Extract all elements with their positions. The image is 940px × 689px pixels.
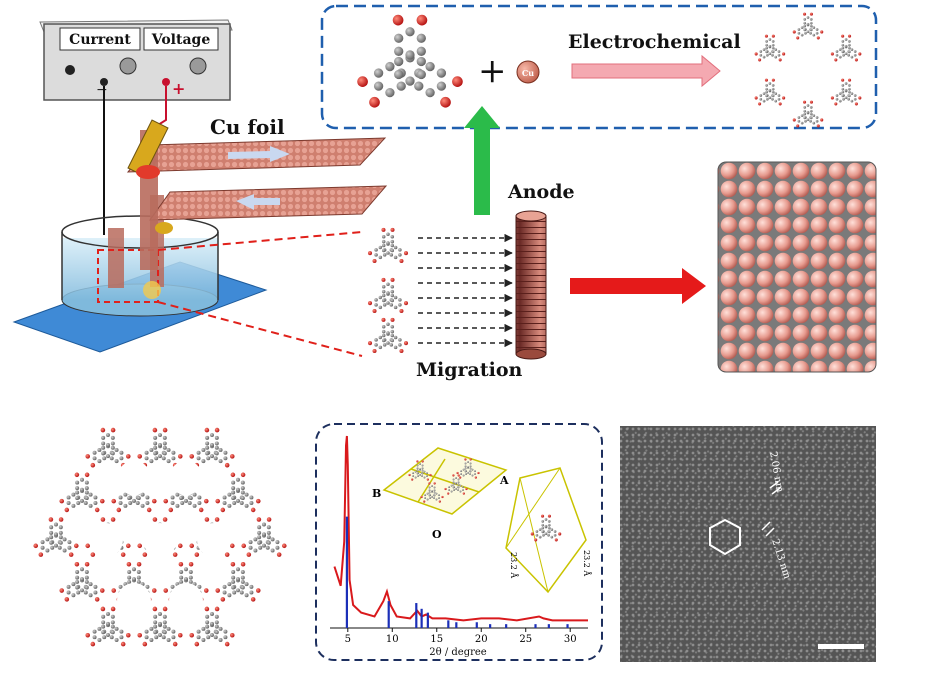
framework-pore [169,583,203,617]
x-tick-label: 30 [564,634,577,645]
zoom-guide-top [157,231,363,251]
cell-molecule [456,458,480,479]
cof-hexagon-product [754,12,862,128]
cu-ion: Cu [516,60,540,84]
x-tick-label: 5 [345,634,351,645]
cell-molecule [444,474,468,495]
ring-node [754,78,786,106]
migration-arrows [418,233,513,348]
framework-pore [89,523,123,557]
framework-node [241,517,287,557]
porous-framework-model [33,427,287,647]
framework-pore [117,461,151,495]
power-supply: Current Voltage − + [39,19,233,101]
knob-current [119,57,137,75]
electrochemical-arrow [571,54,721,88]
terminal-negative [100,78,108,86]
zoom-box [97,249,159,303]
foil-arrow-left [236,194,280,210]
anode-label: Anode [507,181,575,203]
migrating-molecules [367,227,409,354]
framework-pore [197,523,231,557]
unit-cell-side: 23.2 Å 23.2 Å [505,467,591,594]
tem-image: 2.06 nm 2.13 nm [620,426,876,662]
ring-node [830,78,862,106]
electrochemical-label: Electrochemical [568,31,741,53]
dim-right-label: 23.2 Å [582,550,591,576]
scale-bar [818,644,864,649]
cell-molecule [420,482,444,503]
axis-a-label: A [499,474,509,487]
xrd-chart: 5 10 15 20 25 30 2θ / degree [330,435,588,658]
x-tick-label: 25 [519,634,532,645]
knob-left [65,65,75,75]
voltage-label: Voltage [151,32,211,48]
framework-pore [143,523,177,557]
xrd-box [315,423,603,661]
framework-node [215,561,261,602]
terminal-positive [162,78,170,86]
ring-node [754,34,786,62]
axis-o-label: O [432,528,442,541]
cu-foils [126,119,388,270]
hhtp-molecule-atoms [357,14,463,108]
x-tick-label: 10 [386,634,399,645]
framework-pore [169,461,203,495]
red-arrow-right [570,268,706,304]
axis-b-label: B [372,487,381,500]
framework-pore [117,583,151,617]
xrd-series-experimental [333,435,588,622]
cu-cof-film [717,161,877,373]
ring-node [792,12,824,40]
svg-text:−: − [96,82,108,98]
framework-node [85,427,131,468]
dim-left-label: 23.2 Å [509,552,518,578]
migration-label: Migration [416,359,523,381]
framework-node [189,606,235,647]
plus-operator: + [478,51,507,91]
x-tick-label: 15 [430,634,443,645]
hexagon-overlay [709,518,741,556]
framework-node [137,427,183,468]
knob-voltage [189,57,207,75]
framework-node [215,472,261,513]
cell-molecule [408,460,432,481]
x-tick-label: 20 [475,634,488,645]
foil-arrow-right [228,146,290,162]
svg-text:Cu: Cu [522,68,534,78]
current-label: Current [69,32,131,48]
migrating-molecule [367,227,409,264]
framework-node [189,427,235,468]
ring-node [830,34,862,62]
ring-node [792,100,824,128]
framework-node [137,606,183,647]
electrode-left [108,228,124,288]
x-axis-label: 2θ / degree [429,647,487,658]
framework-node [59,561,105,602]
cu-foil-label: Cu foil [210,115,285,139]
reaction-box [320,4,878,130]
migrating-molecule [367,317,409,354]
framework-node [59,472,105,513]
migrating-molecule [367,277,409,314]
green-arrow-up [464,106,500,215]
zoom-guide-bottom [157,301,363,357]
xrd-series-simulated [345,516,569,628]
side-molecule [530,514,562,542]
framework-node [85,606,131,647]
plus-sign: + [172,79,185,98]
anode-rod [515,210,547,360]
hhtp-molecule [357,14,463,108]
unit-cell-top: B A O [372,447,509,541]
framework-node [33,517,79,557]
